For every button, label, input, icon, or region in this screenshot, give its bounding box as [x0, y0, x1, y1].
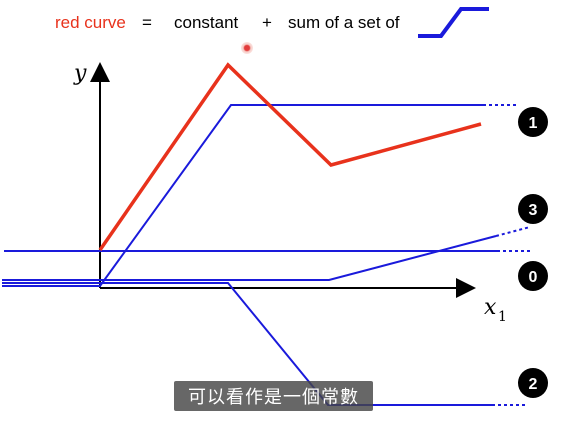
x-axis-subscript: 1 — [498, 309, 507, 325]
marker-3: 3 — [518, 194, 548, 224]
title-equals: = — [142, 13, 152, 32]
marker-2: 2 — [518, 368, 548, 398]
y-axis-label: y — [73, 61, 87, 86]
marker-3-label: 3 — [529, 202, 538, 219]
marker-1: 1 — [518, 107, 548, 137]
title-red-curve: red curve — [55, 13, 126, 32]
pointer-highlight — [241, 42, 253, 54]
blue-curve-2 — [2, 282, 492, 406]
blue-curve-1 — [2, 104, 483, 287]
marker-2-label: 2 — [529, 376, 538, 393]
subtitle-caption-box: 可以看作是一個常數 — [174, 381, 373, 411]
marker-0-label: 0 — [529, 269, 538, 286]
title-plus: + — [262, 13, 272, 32]
subtitle-caption: 可以看作是一個常數 — [188, 387, 359, 408]
title-constant: constant — [174, 13, 239, 32]
title-sum-text: sum of a set of — [288, 13, 400, 32]
x-axis-label: x — [484, 295, 497, 320]
marker-0: 0 — [518, 261, 548, 291]
marker-1-label: 1 — [529, 115, 538, 132]
hard-sigmoid-icon — [418, 7, 489, 38]
blue-curve-3 — [2, 235, 497, 281]
blue-curve-3-dotted-extension — [495, 226, 531, 237]
red-curve — [98, 62, 482, 251]
